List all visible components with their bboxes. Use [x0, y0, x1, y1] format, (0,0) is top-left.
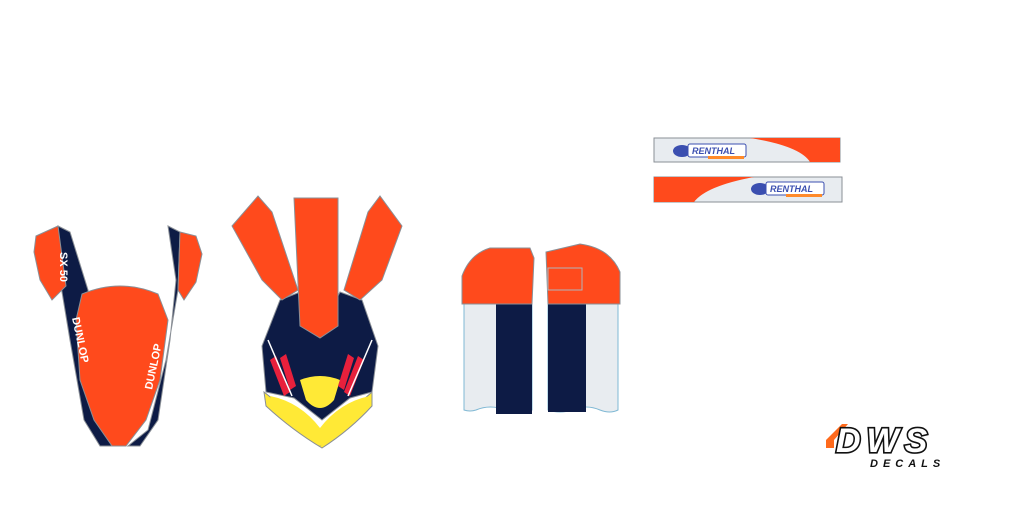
- plate-right-red-stripe: [344, 356, 364, 396]
- front-number-plate-decal: [231, 195, 403, 449]
- right-fork-guard: [545, 243, 621, 413]
- handguard-decal-bottom: RENTHAL: [653, 176, 843, 203]
- bottom-strip-orange: [654, 177, 754, 202]
- right-guard-orange: [545, 243, 621, 305]
- bottom-sponsor-label: RENTHAL: [770, 184, 813, 194]
- top-strip-orange: [750, 138, 840, 162]
- left-top-tab: [33, 225, 67, 301]
- right-guard-navy: [548, 304, 586, 412]
- handguard-decal-top: RENTHAL: [653, 137, 841, 163]
- left-guard-orange: [461, 247, 535, 305]
- plate-left-red-stripe: [270, 356, 290, 396]
- fork-guard-decals: [461, 243, 621, 414]
- right-top-tab: [177, 231, 203, 301]
- right-model-label: SX 50: [159, 254, 171, 284]
- left-fork-guard: [461, 247, 535, 414]
- plate-right-red-stripe-2: [338, 354, 354, 390]
- top-sponsor-label: RENTHAL: [692, 146, 735, 156]
- top-sponsor-logo: RENTHAL: [673, 143, 747, 159]
- center-fender-body: [75, 285, 169, 447]
- bottom-sponsor-logo: RENTHAL: [751, 181, 825, 197]
- left-model-label: SX 50: [57, 252, 69, 282]
- plate-right-wing: [343, 195, 403, 301]
- front-fender-decal: SX 50 SX 50 DUNLOP DUNLOP: [33, 225, 203, 447]
- left-guard-navy: [496, 304, 532, 414]
- logo-orange-accent: [826, 424, 848, 448]
- plate-center-bar: [293, 197, 339, 339]
- dws-decals-logo: DWS DECALS: [818, 416, 984, 470]
- plate-left-wing: [231, 195, 299, 301]
- plate-yellow-chin: [270, 396, 370, 446]
- logo-subtext: DECALS: [870, 458, 945, 470]
- logo-text: DWS: [836, 422, 933, 460]
- plate-left-red-stripe-2: [280, 354, 296, 390]
- plate-center-yellow: [300, 376, 340, 408]
